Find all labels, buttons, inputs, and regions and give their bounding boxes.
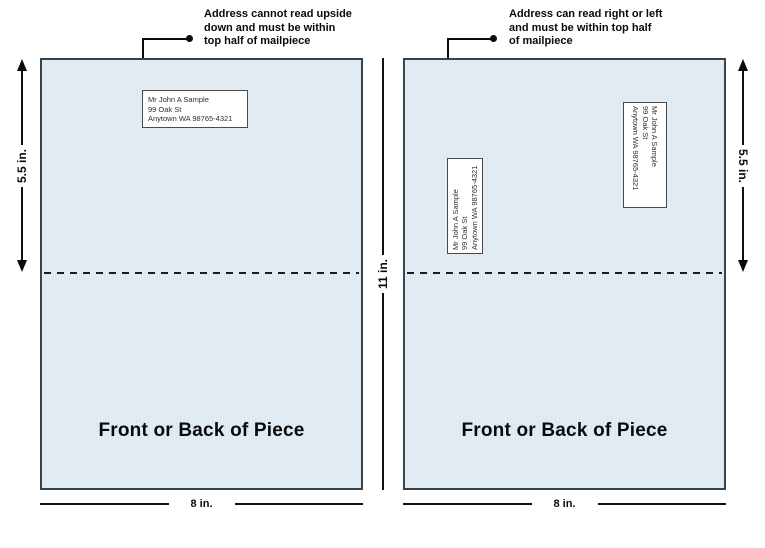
arrowhead-up-icon [738, 59, 748, 71]
arrowhead-up-icon [17, 59, 27, 71]
panel-body-label: Front or Back of Piece [98, 420, 305, 441]
address-line: Mr John A Sample [650, 106, 660, 167]
mailpiece-panel-left: Mr John A Sample 99 Oak St Anytown WA 98… [40, 58, 363, 490]
dimension-label: 8 in. [553, 498, 576, 510]
dimension-label: 11 in. [376, 258, 390, 290]
address-block-rotated-ccw: Mr John A Sample 99 Oak St Anytown WA 98… [447, 158, 483, 254]
address-line: Mr John A Sample [148, 95, 209, 104]
address-line: 99 Oak St [460, 216, 470, 250]
mailpiece-panel-right: Mr John A Sample 99 Oak St Anytown WA 98… [403, 58, 726, 490]
panel-body-label: Front or Back of Piece [461, 420, 668, 441]
dimension-label: 8 in. [190, 498, 213, 510]
dimension-label: 5.5 in. [736, 148, 750, 183]
dimension-8in-right: 8 in. [403, 496, 727, 512]
arrowhead-down-icon [17, 260, 27, 273]
address-block-rotated-cw: Mr John A Sample 99 Oak St Anytown WA 98… [623, 102, 667, 208]
address-line: 99 Oak St [640, 106, 650, 140]
dimension-11in-center: 11 in. [374, 58, 392, 490]
dimension-5-5in-right: 5.5 in. [734, 59, 752, 273]
dimension-8in-left: 8 in. [40, 496, 364, 512]
annotation-left: Address cannot read upside down and must… [204, 8, 352, 47]
callout-line-left-vertical [142, 38, 144, 74]
address-line: 99 Oak St [148, 104, 182, 114]
address-line: Anytown WA 98765-4321 [469, 165, 479, 250]
address-line: Anytown WA 98765-4321 [148, 114, 233, 123]
annotation-right: Address can read right or left and must … [509, 8, 663, 47]
address-block-upright: Mr John A Sample 99 Oak St Anytown WA 98… [142, 90, 248, 128]
dimension-5-5in-left: 5.5 in. [13, 59, 31, 273]
dimension-label: 5.5 in. [15, 148, 29, 183]
callout-line-right [447, 38, 494, 40]
top-half-divider-dashed-line [407, 272, 722, 274]
address-line: Mr John A Sample [450, 189, 460, 250]
callout-line-left [142, 38, 190, 40]
address-line: Anytown WA 98765-4321 [631, 106, 641, 191]
arrowhead-down-icon [738, 260, 748, 273]
top-half-divider-dashed-line [44, 272, 359, 274]
